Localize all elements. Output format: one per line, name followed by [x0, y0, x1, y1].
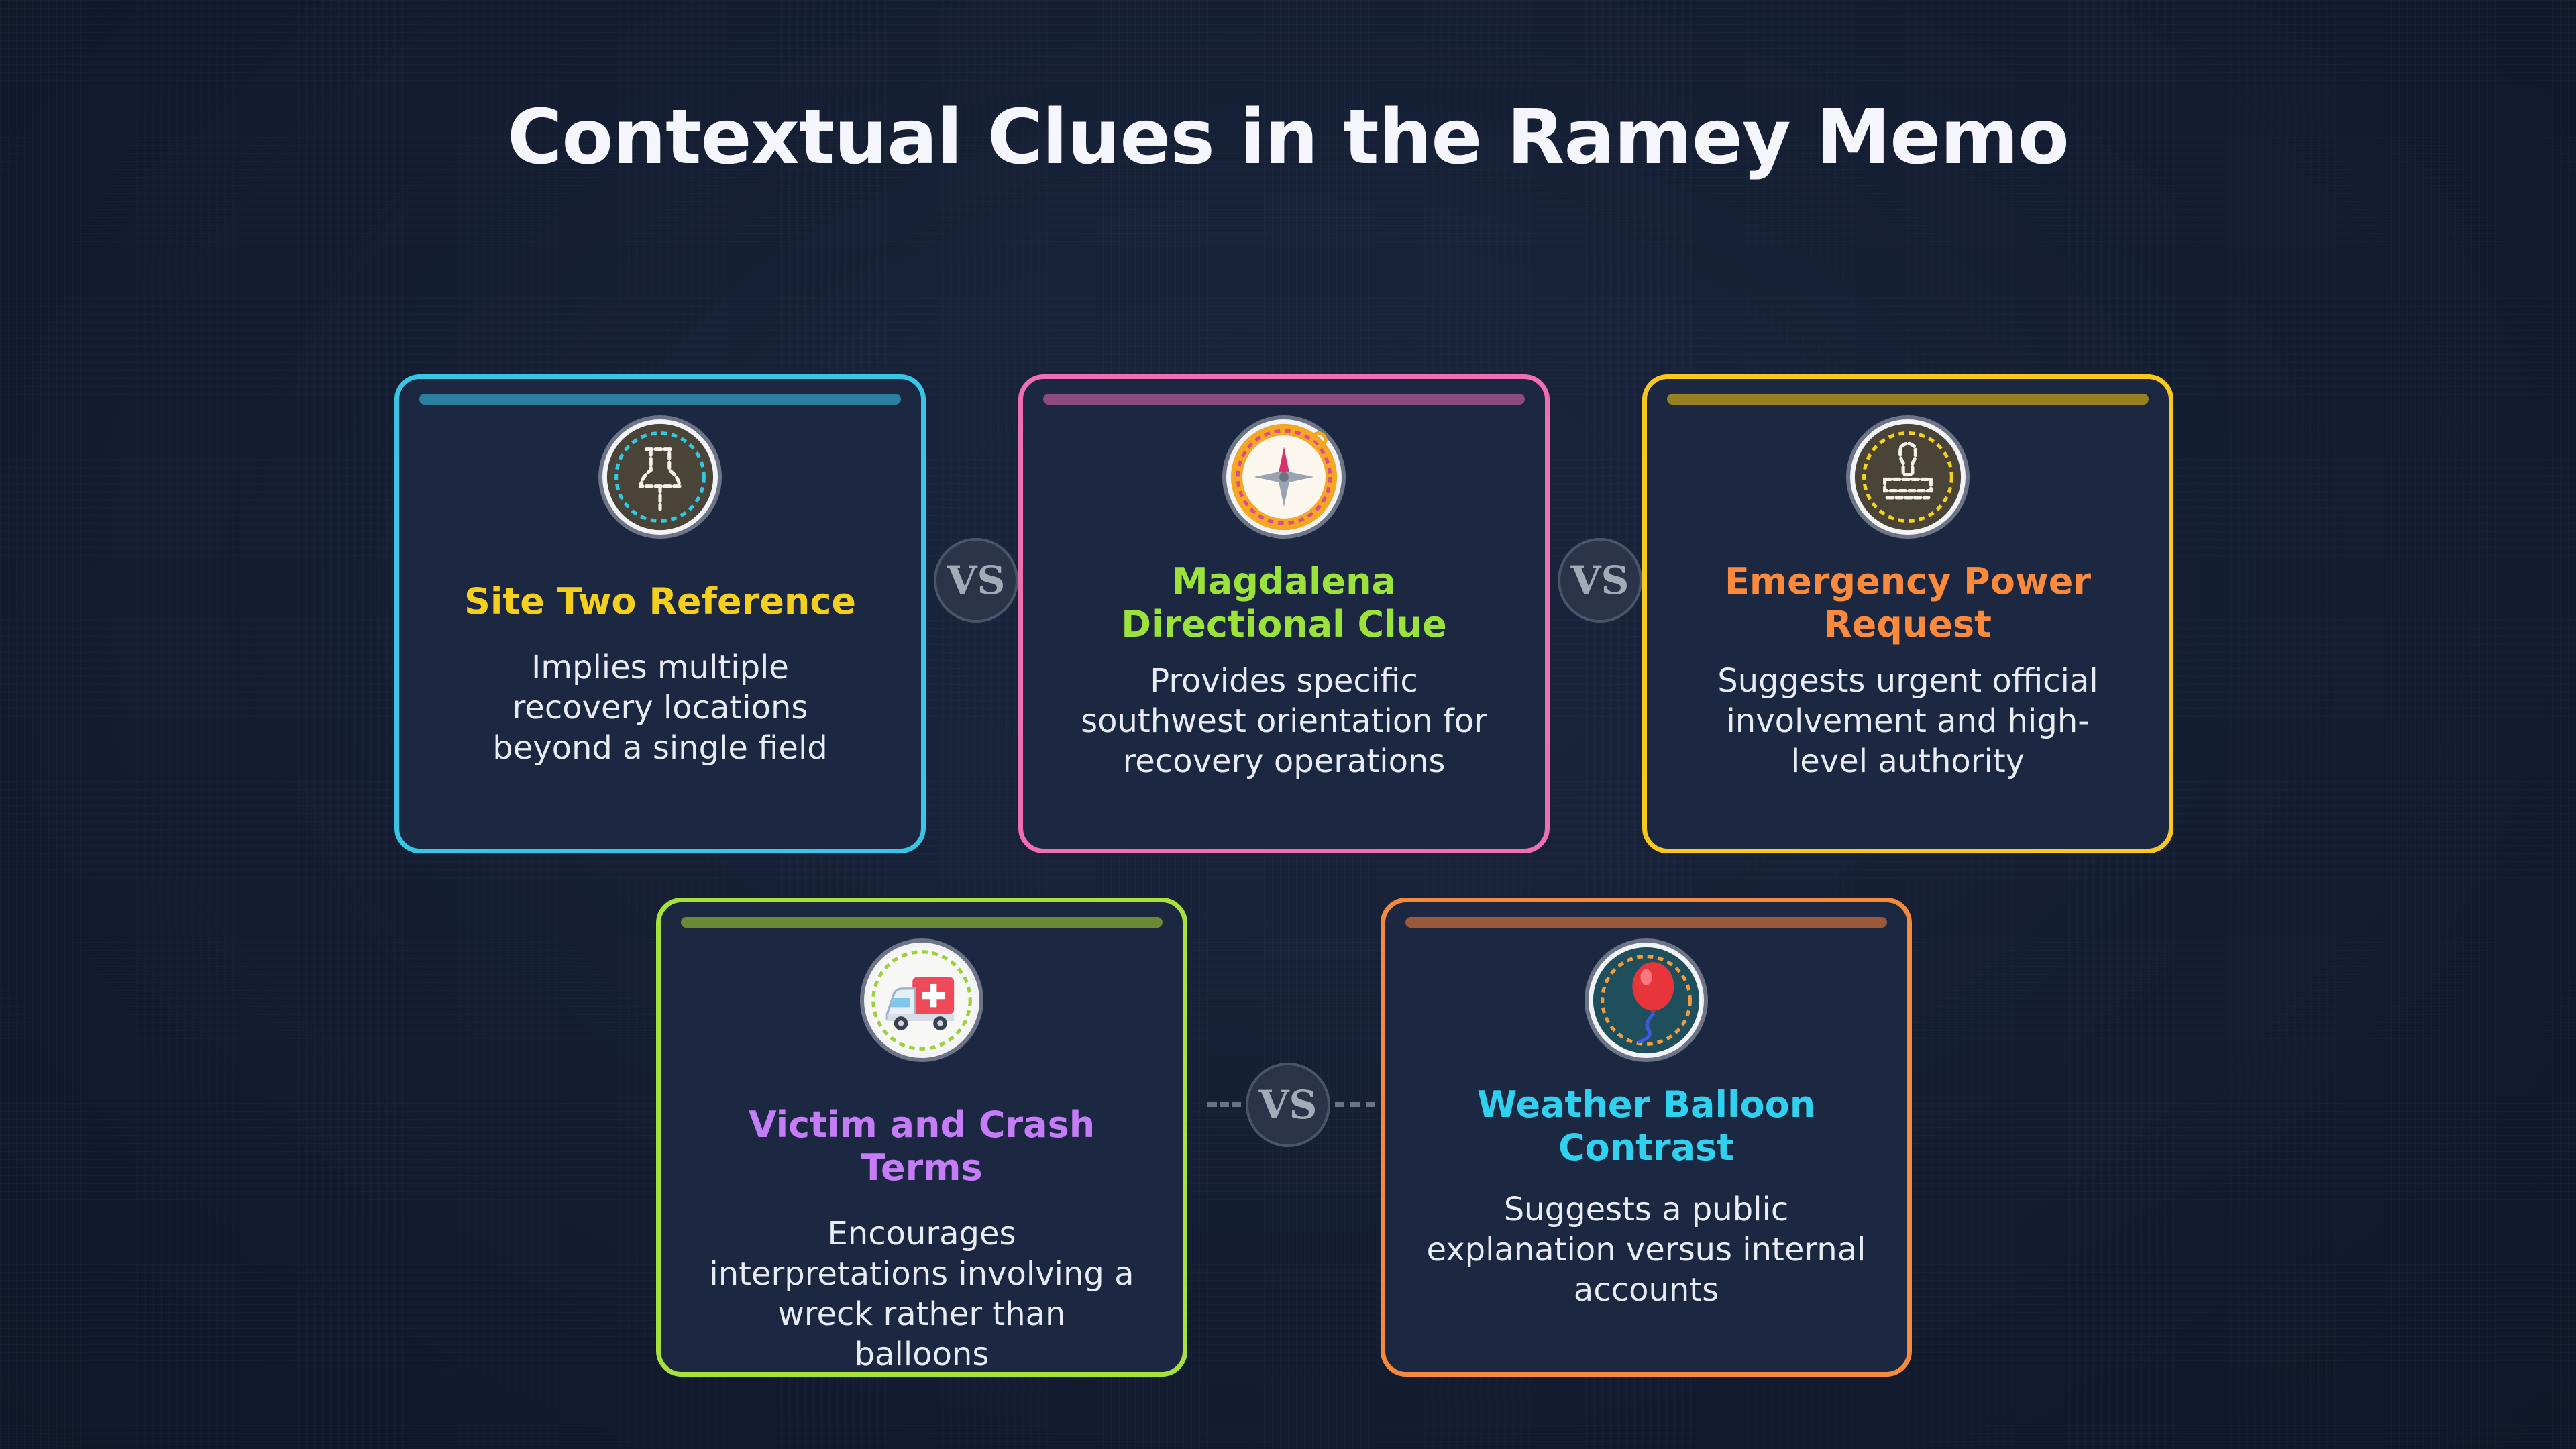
card-description: Suggests urgent official involvement and…: [1717, 662, 2098, 780]
card-accent-bar: [1043, 394, 1525, 405]
clue-card-magdalena: Magdalena Directional Clue Provides spec…: [1018, 374, 1550, 853]
card-accent-bar: [1667, 394, 2149, 405]
card-title: Magdalena Directional Clue: [1121, 560, 1447, 645]
balloon-icon: [1585, 938, 1708, 1062]
card-title: Emergency Power Request: [1725, 560, 2091, 645]
card-title: Site Two Reference: [464, 580, 856, 623]
connector-dash: [1208, 1102, 1241, 1107]
card-title: Weather Balloon Contrast: [1477, 1083, 1816, 1169]
card-description: Provides specific southwest orientation …: [1081, 662, 1487, 780]
clue-card-emergency-power: Emergency Power Request Suggests urgent …: [1642, 374, 2174, 853]
pushpin-icon: [598, 415, 722, 539]
vs-badge: VS: [1246, 1063, 1330, 1147]
ambulance-icon: [860, 938, 983, 1062]
connector-dash: [1335, 1102, 1375, 1107]
vs-badge: VS: [934, 538, 1018, 623]
card-description: Implies multiple recovery locations beyo…: [492, 649, 828, 767]
card-title: Victim and Crash Terms: [748, 1104, 1095, 1189]
card-accent-bar: [419, 394, 901, 405]
stamp-icon: [1846, 415, 1970, 539]
clue-card-weather-balloon: Weather Balloon Contrast Suggests a publ…: [1381, 898, 1912, 1377]
card-description: Encourages interpretations involving a w…: [709, 1215, 1134, 1373]
page-title: Contextual Clues in the Ramey Memo: [507, 94, 2070, 181]
clue-card-victim-crash: Victim and Crash Terms Encourages interp…: [656, 898, 1187, 1377]
compass-icon: [1222, 415, 1346, 539]
card-accent-bar: [681, 917, 1163, 928]
vs-badge: VS: [1558, 538, 1642, 623]
clue-card-site-two: Site Two Reference Implies multiple reco…: [394, 374, 926, 853]
card-description: Suggests a public explanation versus int…: [1426, 1191, 1866, 1309]
card-accent-bar: [1405, 917, 1887, 928]
